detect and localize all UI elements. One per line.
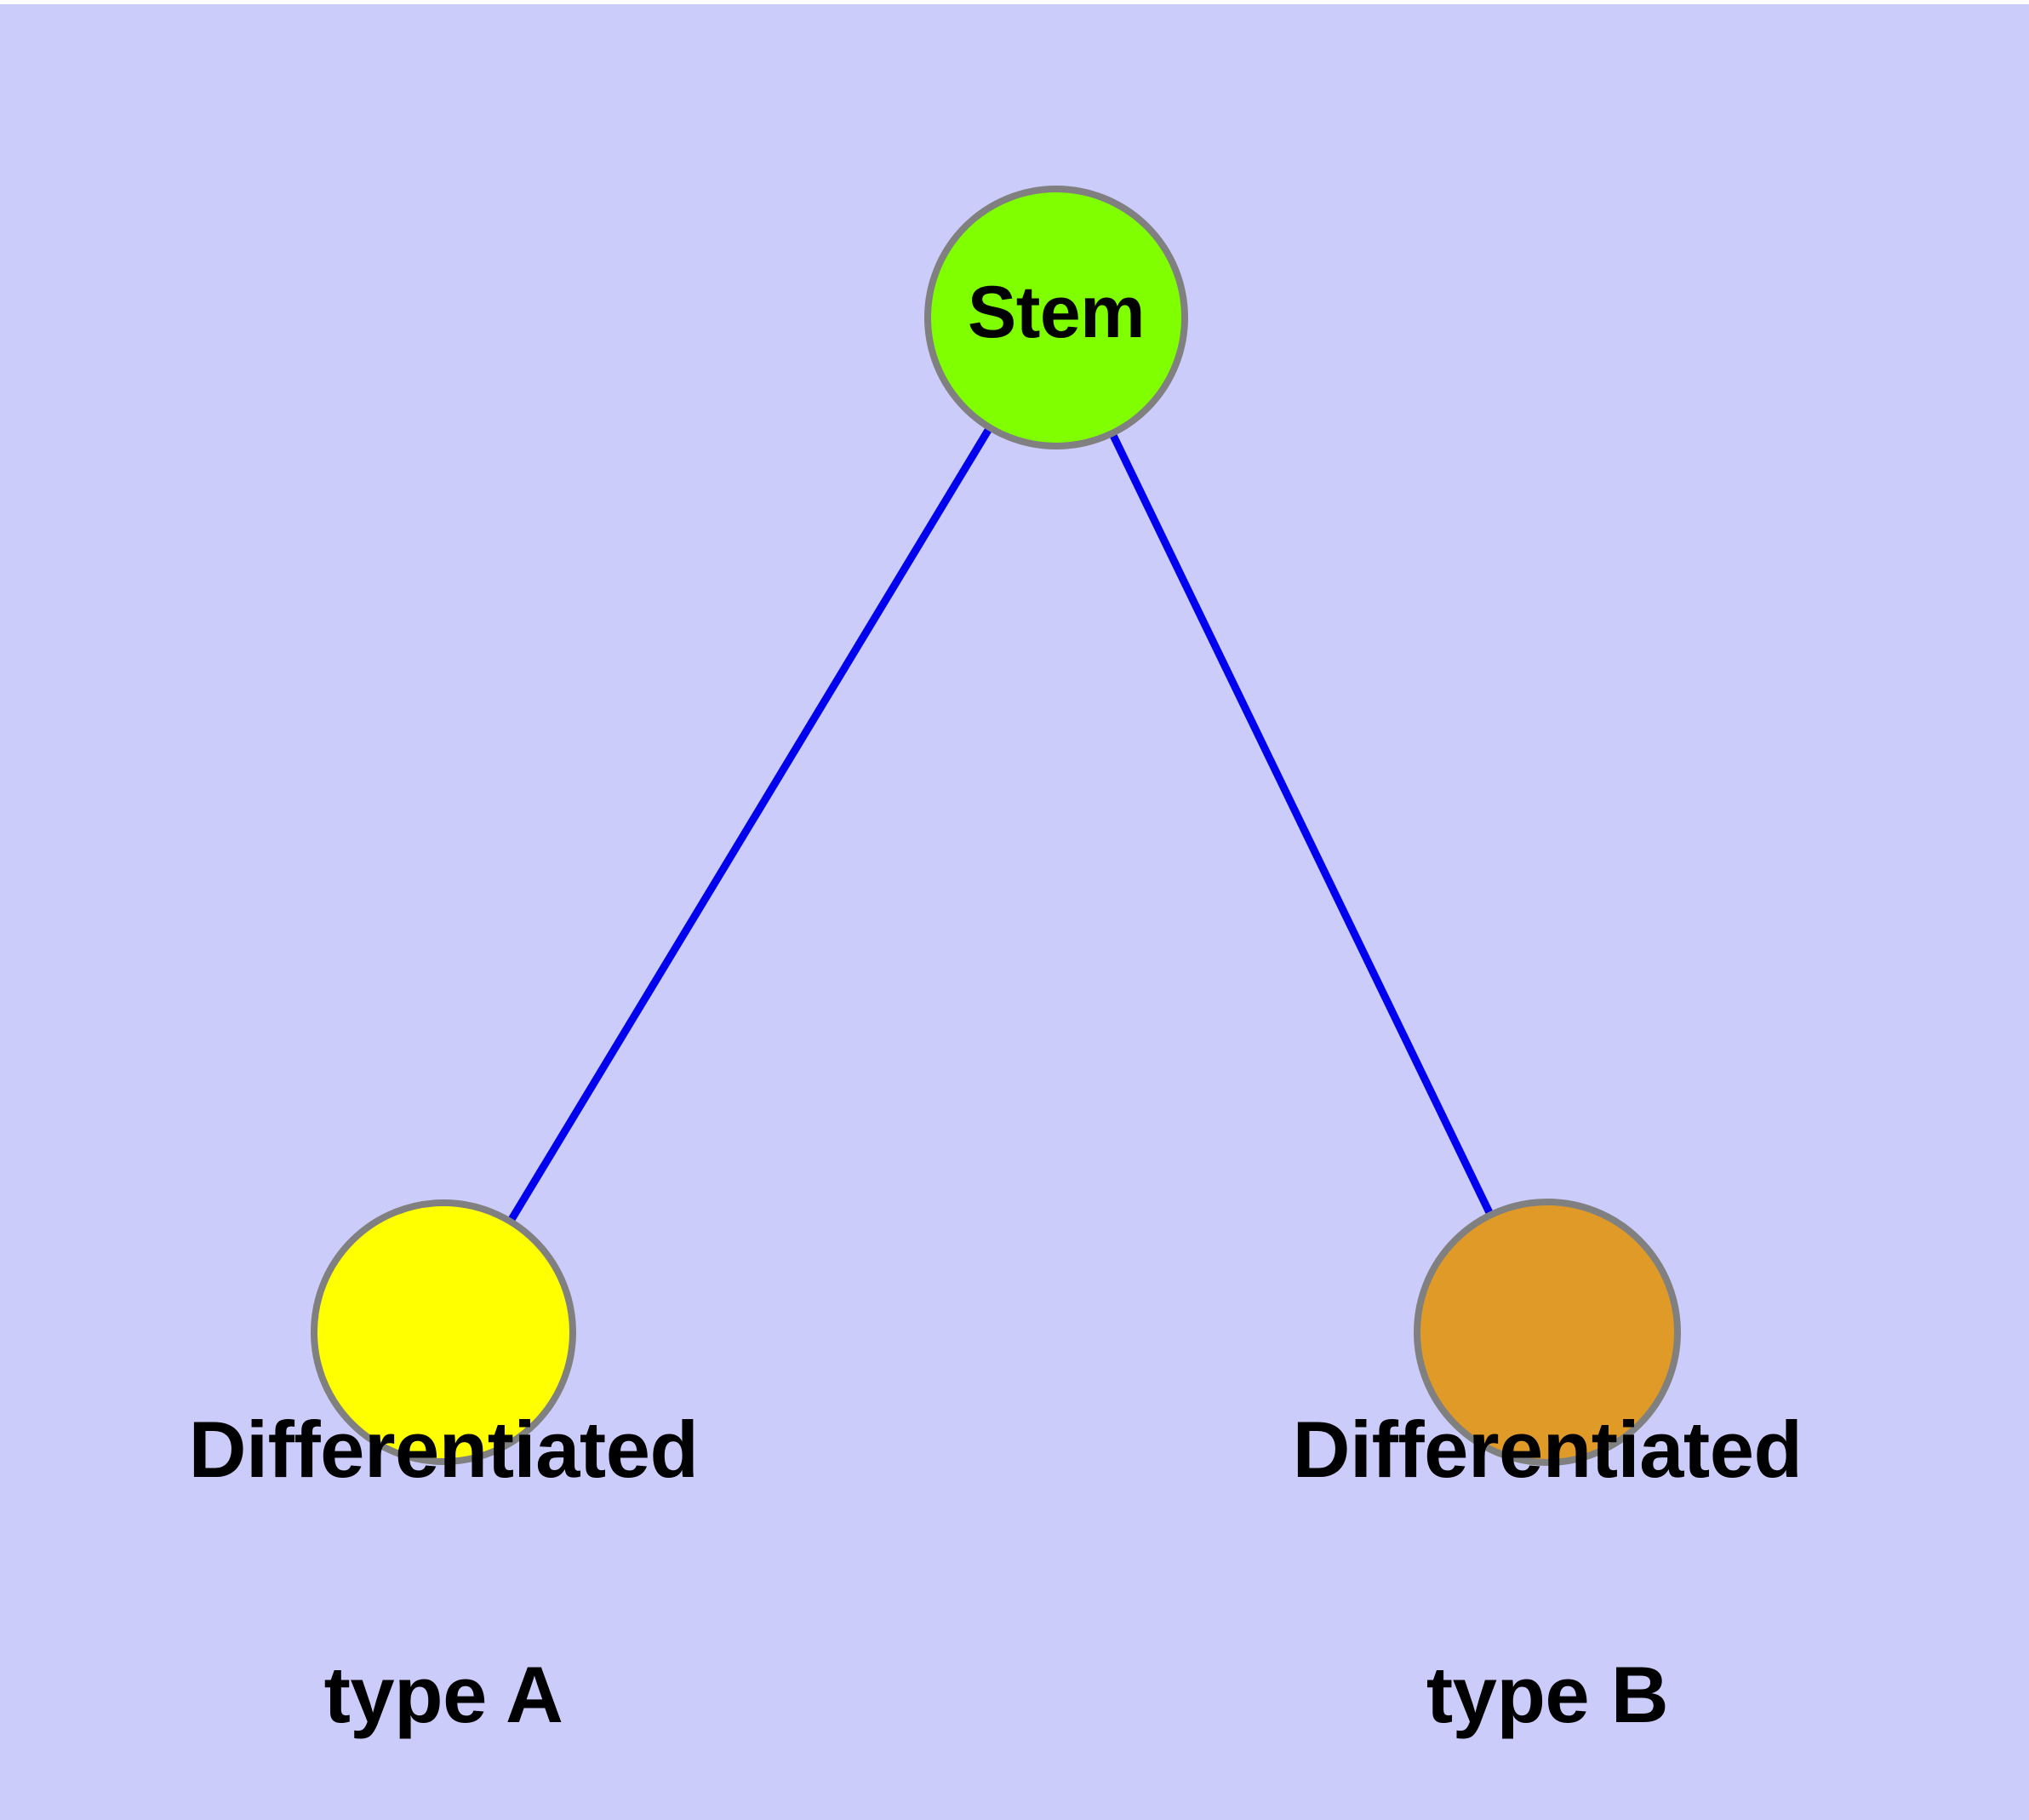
- edge-stem-to-differentiated-type-b[interactable]: [1052, 316, 1552, 1334]
- node-layer: [311, 186, 1681, 1466]
- node-differentiated-type-a[interactable]: [311, 1199, 576, 1465]
- edge-layer: [440, 315, 1552, 1335]
- edge-stem-to-differentiated-type-a[interactable]: [440, 315, 1060, 1335]
- node-stem[interactable]: [924, 186, 1188, 449]
- graph-plot-area: Stem Differentiated type A Differentiate…: [0, 4, 2029, 1820]
- graph-svg: [311, 186, 1681, 1466]
- node-differentiated-type-b[interactable]: [1414, 1199, 1681, 1466]
